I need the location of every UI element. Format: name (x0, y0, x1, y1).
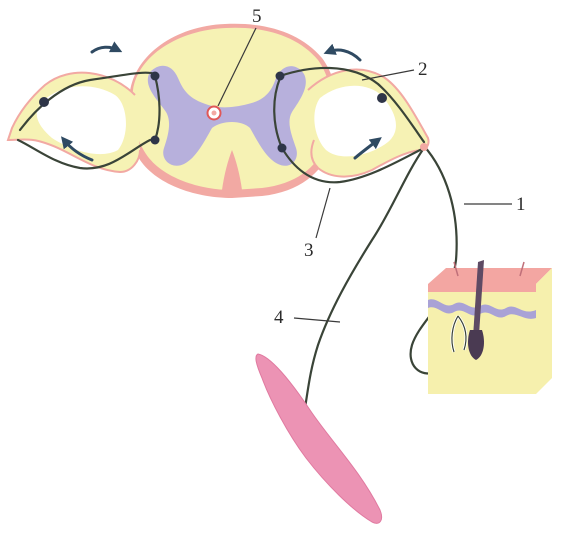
right-ganglion-neuron (377, 93, 387, 103)
right-ventral-neuron (278, 144, 287, 153)
efferent-nerve (305, 148, 424, 408)
skin-top-face (428, 268, 552, 284)
label-5: 5 (252, 6, 262, 27)
arrow-top-right (328, 50, 360, 60)
left-ganglion-neuron (39, 97, 49, 107)
skin-side-face (536, 268, 552, 394)
label-2: 2 (418, 59, 428, 80)
nerve-junction-mark (420, 143, 428, 151)
right-dorsal-neuron (276, 72, 285, 81)
skin-block (428, 260, 552, 394)
spinal-cord-section (8, 24, 429, 198)
left-ventral-neuron (151, 136, 160, 145)
leader-3 (316, 188, 330, 238)
label-3: 3 (304, 240, 314, 261)
muscle-effector (256, 354, 382, 523)
label-4: 4 (274, 307, 284, 328)
central-canal-core (212, 111, 217, 116)
leader-4 (294, 318, 340, 322)
label-1: 1 (516, 194, 526, 215)
left-dorsal-neuron (151, 72, 160, 81)
arrow-top-left (92, 47, 118, 52)
